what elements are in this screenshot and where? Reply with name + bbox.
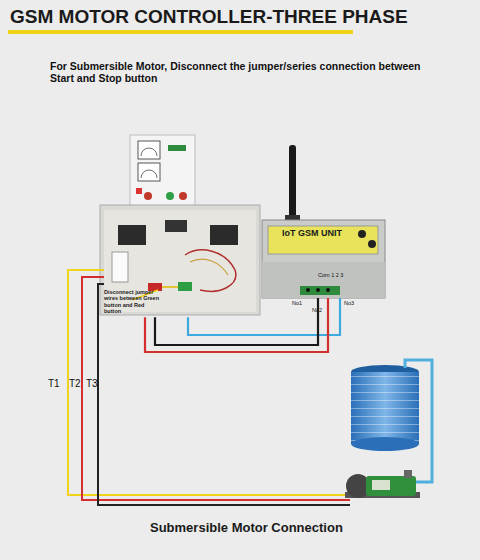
gsm-unit-body <box>262 220 385 298</box>
title: GSM MOTOR CONTROLLER-THREE PHASE <box>10 6 408 28</box>
control-wire <box>145 298 328 352</box>
control-wire <box>155 298 318 345</box>
note-text: For Submersible Motor, Disconnect the ju… <box>50 60 440 84</box>
callout-note: Disconnect jumper wires between Green bu… <box>104 289 162 314</box>
antenna <box>285 145 300 223</box>
motor-wires <box>68 270 350 505</box>
terminal-label: Com 1 2 3 <box>318 272 343 278</box>
water-tank <box>351 365 419 451</box>
gsm-unit: IoT GSM UNIT <box>262 220 385 298</box>
title-underline <box>8 30 353 34</box>
starter-panel <box>100 205 260 315</box>
pump <box>345 470 420 498</box>
starter-panel: Disconnect jumper wires between Green bu… <box>100 205 260 317</box>
terminal-label: No3 <box>344 300 354 306</box>
meter-box <box>130 135 195 210</box>
wire-label: T3 <box>86 378 98 390</box>
caption: Submersible Motor Connection <box>150 521 343 536</box>
terminal-label: No2 <box>312 307 322 313</box>
water-pipe <box>405 360 432 482</box>
terminal-label: No1 <box>292 300 302 306</box>
wire-label: T1 <box>48 378 60 390</box>
device-label: IoT GSM UNIT <box>270 228 354 238</box>
wire-label: T2 <box>69 378 81 390</box>
